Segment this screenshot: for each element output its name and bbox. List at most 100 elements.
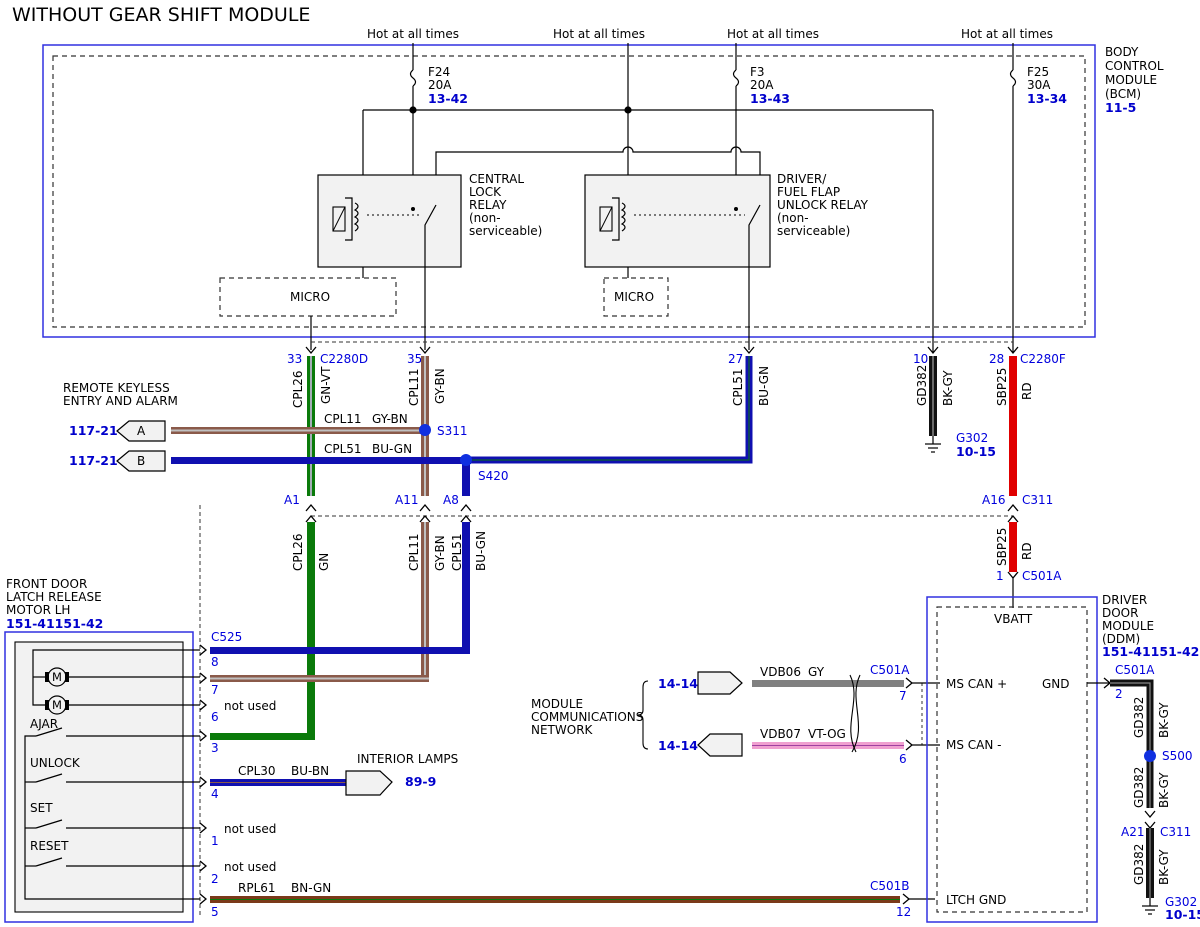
svg-text:CONTROL: CONTROL — [1105, 59, 1164, 73]
svg-text:11-5: 11-5 — [1105, 100, 1136, 115]
wire-cpl11-lower — [210, 522, 429, 682]
ddm-gnd: GND — [1042, 677, 1070, 691]
bcm-outline — [42, 44, 1096, 338]
ref-117-21-a[interactable]: 117-21 — [69, 423, 118, 438]
door-pin-6: 6 — [211, 710, 219, 724]
pin-a11: A11 — [395, 493, 418, 507]
central-lock-relay: CENTRAL LOCK RELAY (non- serviceable) — [317, 172, 542, 350]
c501a-pin7-chevron — [905, 677, 914, 689]
wire-sbp25-rd-lower — [1009, 522, 1017, 572]
label-gn-lower: GN — [317, 553, 331, 571]
svg-text:F24: F24 — [428, 65, 450, 79]
svg-text:MODULE: MODULE — [1102, 619, 1154, 633]
label-bk-gy-ddm-2: BK-GY — [1157, 772, 1171, 808]
micro-label-2: MICRO — [614, 290, 654, 304]
hot-label-2: Hot at all times — [553, 27, 645, 41]
label-bk-gy: BK-GY — [941, 370, 955, 406]
label-bu-gn-horizontal: BU-GN — [372, 442, 412, 456]
label-gy-bn-upper: GY-BN — [433, 368, 447, 404]
svg-text:151-41151-42: 151-41151-42 — [6, 616, 103, 631]
interior-lamps-label: INTERIOR LAMPS — [357, 752, 458, 766]
svg-text:LOCK: LOCK — [469, 185, 502, 199]
front-door-label: FRONT DOOR LATCH RELEASE MOTOR LH 151-41… — [6, 577, 103, 631]
wire-vdb06-gy — [752, 680, 904, 687]
pin-10: 10 — [913, 352, 928, 366]
mcn-ref-1[interactable]: 14-14 — [658, 676, 698, 691]
svg-text:UNLOCK RELAY: UNLOCK RELAY — [777, 198, 869, 212]
wire-cpl51-bu-gn-upper — [466, 356, 753, 464]
bcm-pin-chevrons — [305, 346, 1019, 355]
pin-6-c501a: 6 — [899, 752, 907, 766]
front-door-inner-box — [14, 641, 184, 913]
splice-s311-label: S311 — [437, 424, 468, 438]
c311-chevrons — [305, 503, 1019, 523]
not-used-pin1: not used — [224, 822, 276, 836]
micro-box-2 — [603, 277, 669, 317]
svg-text:(non-: (non- — [469, 211, 501, 225]
pin-1-c501a: 1 — [996, 569, 1004, 583]
svg-text:M: M — [52, 670, 62, 684]
svg-text:CENTRAL: CENTRAL — [469, 172, 524, 186]
label-vt-og: VT-OG — [808, 727, 846, 741]
label-bk-gy-ddm-1: BK-GY — [1157, 702, 1171, 738]
label-bu-gn-lower: BU-GN — [474, 531, 488, 571]
svg-text:MODULE: MODULE — [531, 697, 583, 711]
motor-2: M — [45, 695, 69, 715]
label-gy-bn-lower: GY-BN — [433, 535, 447, 571]
svg-text:serviceable): serviceable) — [469, 224, 542, 238]
splice-s500-label: S500 — [1162, 749, 1193, 763]
ddm-inner-box — [936, 606, 1088, 913]
wire-sbp25-rd-upper — [1009, 356, 1017, 496]
splice-s420-label: S420 — [478, 469, 509, 483]
wire-cpl11-horizontal — [171, 427, 425, 434]
svg-text:serviceable): serviceable) — [777, 224, 850, 238]
ground-g302-ref: 10-15 — [956, 444, 996, 459]
svg-text:FUEL FLAP: FUEL FLAP — [777, 185, 840, 199]
pin-2-c501a: 2 — [1115, 687, 1123, 701]
svg-text:20A: 20A — [428, 78, 452, 92]
connector-b-shape — [116, 450, 166, 472]
ground-g302-label: G302 — [956, 431, 988, 445]
splice-s420[interactable] — [460, 454, 472, 466]
switch-unlock-label: UNLOCK — [30, 756, 81, 770]
connector-b-label: B — [137, 454, 145, 468]
label-gd382: GD382 — [915, 365, 929, 406]
c525-chevrons — [199, 644, 208, 905]
connector-c311-ddm: C311 — [1160, 825, 1191, 839]
connector-c311: C311 — [1022, 493, 1053, 507]
ref-117-21-b[interactable]: 117-21 — [69, 453, 118, 468]
connector-c2280d: C2280D — [320, 352, 368, 366]
bcm-label: BODY CONTROL MODULE (BCM) 11-5 — [1105, 45, 1164, 115]
label-bu-gn-upper: BU-GN — [757, 366, 771, 406]
wire-gd382-bk-gy — [925, 356, 941, 453]
svg-text:DRIVER: DRIVER — [1102, 593, 1147, 607]
svg-text:BODY: BODY — [1105, 45, 1139, 59]
label-rd-upper: RD — [1020, 382, 1034, 400]
ddm-mscan-minus: MS CAN - — [946, 738, 1002, 752]
label-cpl26-lower: CPL26 — [291, 533, 305, 571]
svg-text:F25: F25 — [1027, 65, 1049, 79]
label-gn-vt: GN-VT — [319, 366, 333, 404]
door-pin-5: 5 — [211, 905, 219, 919]
label-gd382-ddm-3: GD382 — [1132, 844, 1146, 885]
twisted-pair-1 — [849, 674, 857, 753]
not-used-pin2: not used — [224, 860, 276, 874]
c311-ddm-chevrons — [1144, 810, 1156, 830]
pin-7-c501a: 7 — [899, 689, 907, 703]
label-cpl30: CPL30 — [238, 764, 276, 778]
label-cpl11-upper: CPL11 — [407, 368, 421, 406]
mcn-ref-2[interactable]: 14-14 — [658, 738, 698, 753]
splice-s500[interactable] — [1144, 750, 1156, 762]
connector-c501a-gnd: C501A — [1115, 663, 1155, 677]
label-cpl51-lower: CPL51 — [450, 533, 464, 571]
door-pin-4: 4 — [211, 787, 219, 801]
c501b-chevron — [902, 893, 911, 905]
svg-text:MOTOR LH: MOTOR LH — [6, 603, 70, 617]
ddm-label: DRIVER DOOR MODULE (DDM) 151-41151-42 — [1102, 593, 1199, 659]
label-rpl61: RPL61 — [238, 881, 276, 895]
interior-lamps-ref[interactable]: 89-9 — [405, 774, 436, 789]
not-used-pin6: not used — [224, 699, 276, 713]
label-sbp25-lower: SBP25 — [995, 528, 1009, 566]
door-pin-7: 7 — [211, 683, 219, 697]
splice-s311[interactable] — [419, 424, 431, 436]
